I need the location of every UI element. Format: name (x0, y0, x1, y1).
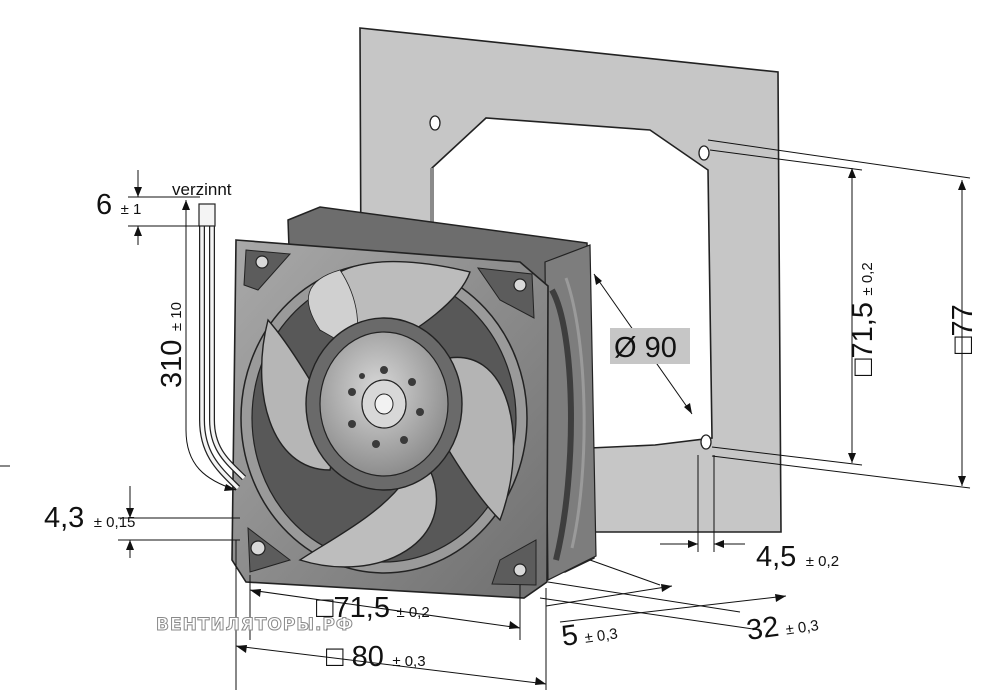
dim-panel-size: □77 (947, 304, 979, 354)
fan-hole-top-left (255, 255, 269, 269)
dim-offset: 5 ± 0,3 (560, 613, 620, 652)
dim-opening-diameter: Ø 90 (614, 332, 677, 364)
dim-frame-width: □ 80 ± 0,3 (326, 641, 426, 673)
dim-wire-length: 310 ± 10 (156, 302, 188, 388)
dim-depth: 32 ± 0,3 (745, 605, 821, 647)
panel-hole-bottom-right (700, 434, 712, 450)
dim-wire-strip: 6 ± 1 (96, 189, 141, 221)
wire-label: verzinnt (172, 180, 232, 199)
fan-hole-top-right (513, 278, 527, 292)
fan-hub (305, 317, 463, 491)
watermark: ВЕНТИЛЯТОРЫ.РФ (156, 615, 354, 635)
panel-hole-top-left (429, 115, 441, 131)
lead-wires (198, 203, 247, 491)
panel-hole-top-right (698, 145, 710, 161)
fan-hole-bottom-right (513, 563, 527, 577)
fan-hole-bottom-left (250, 540, 266, 556)
dim-hole-diameter: 4,5 ± 0,2 (756, 541, 839, 573)
dim-flange-thickness: 4,3 ± 0,15 (44, 502, 135, 534)
dim-panel-hole-pitch: □71,5 ± 0,2 (847, 262, 879, 376)
dim-hole-pitch-bottom: □71,5 ± 0,2 (316, 592, 430, 624)
